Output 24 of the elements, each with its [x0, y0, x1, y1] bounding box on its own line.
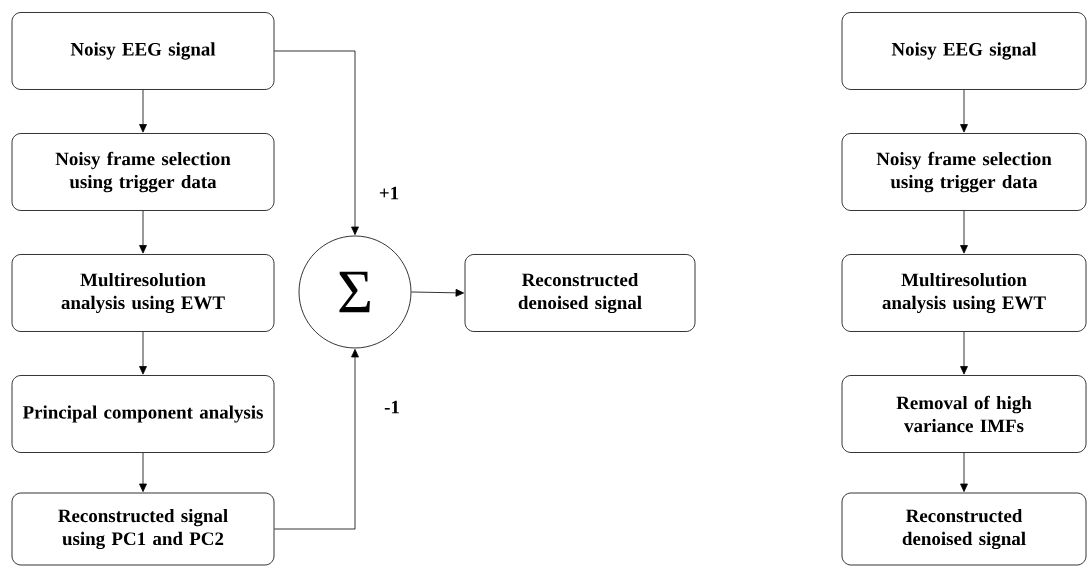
arrow: [139, 89, 147, 133]
arrow: [139, 210, 147, 254]
arrow: [960, 452, 968, 492]
process-box: Multiresolution analysis using EWT: [11, 254, 275, 332]
process-box: Principal component analysis: [11, 375, 275, 453]
process-box: Removal of high variance IMFs: [841, 375, 1087, 453]
process-box: Multiresolution analysis using EWT: [841, 254, 1087, 332]
edge-label: +1: [377, 185, 401, 201]
process-box: Reconstructed signal using PC1 and PC2: [11, 492, 275, 566]
arrow: [960, 89, 968, 133]
arrow: [274, 50, 359, 235]
process-box: Noisy EEG signal: [11, 12, 275, 90]
process-box: Reconstructed denoised signal: [841, 492, 1087, 566]
edge-label: -1: [383, 399, 401, 415]
process-box: Noisy frame selection using trigger data: [11, 133, 275, 211]
arrow: [411, 288, 464, 297]
arrow: [960, 331, 968, 375]
process-box: Reconstructed denoised signal: [464, 254, 696, 332]
arrow: [139, 452, 147, 492]
arrow: [960, 210, 968, 254]
arrow: [139, 331, 147, 375]
process-box: Noisy EEG signal: [841, 12, 1087, 90]
arrow: [274, 349, 359, 530]
process-box: Noisy frame selection using trigger data: [841, 133, 1087, 211]
